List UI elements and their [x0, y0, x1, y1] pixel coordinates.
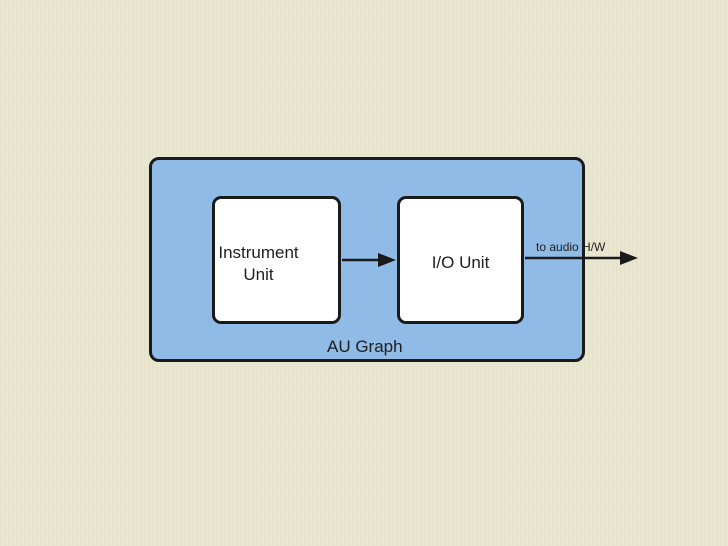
instrument-unit-label: Instrument Unit — [218, 243, 299, 284]
instrument-unit-node[interactable]: Instrument Unit — [212, 196, 341, 324]
io-unit-label: I/O Unit — [431, 252, 490, 272]
audio-output-label: to audio H/W — [536, 240, 606, 254]
au-graph-label: AU Graph — [327, 337, 403, 356]
io-unit-node[interactable]: I/O Unit — [397, 196, 524, 324]
